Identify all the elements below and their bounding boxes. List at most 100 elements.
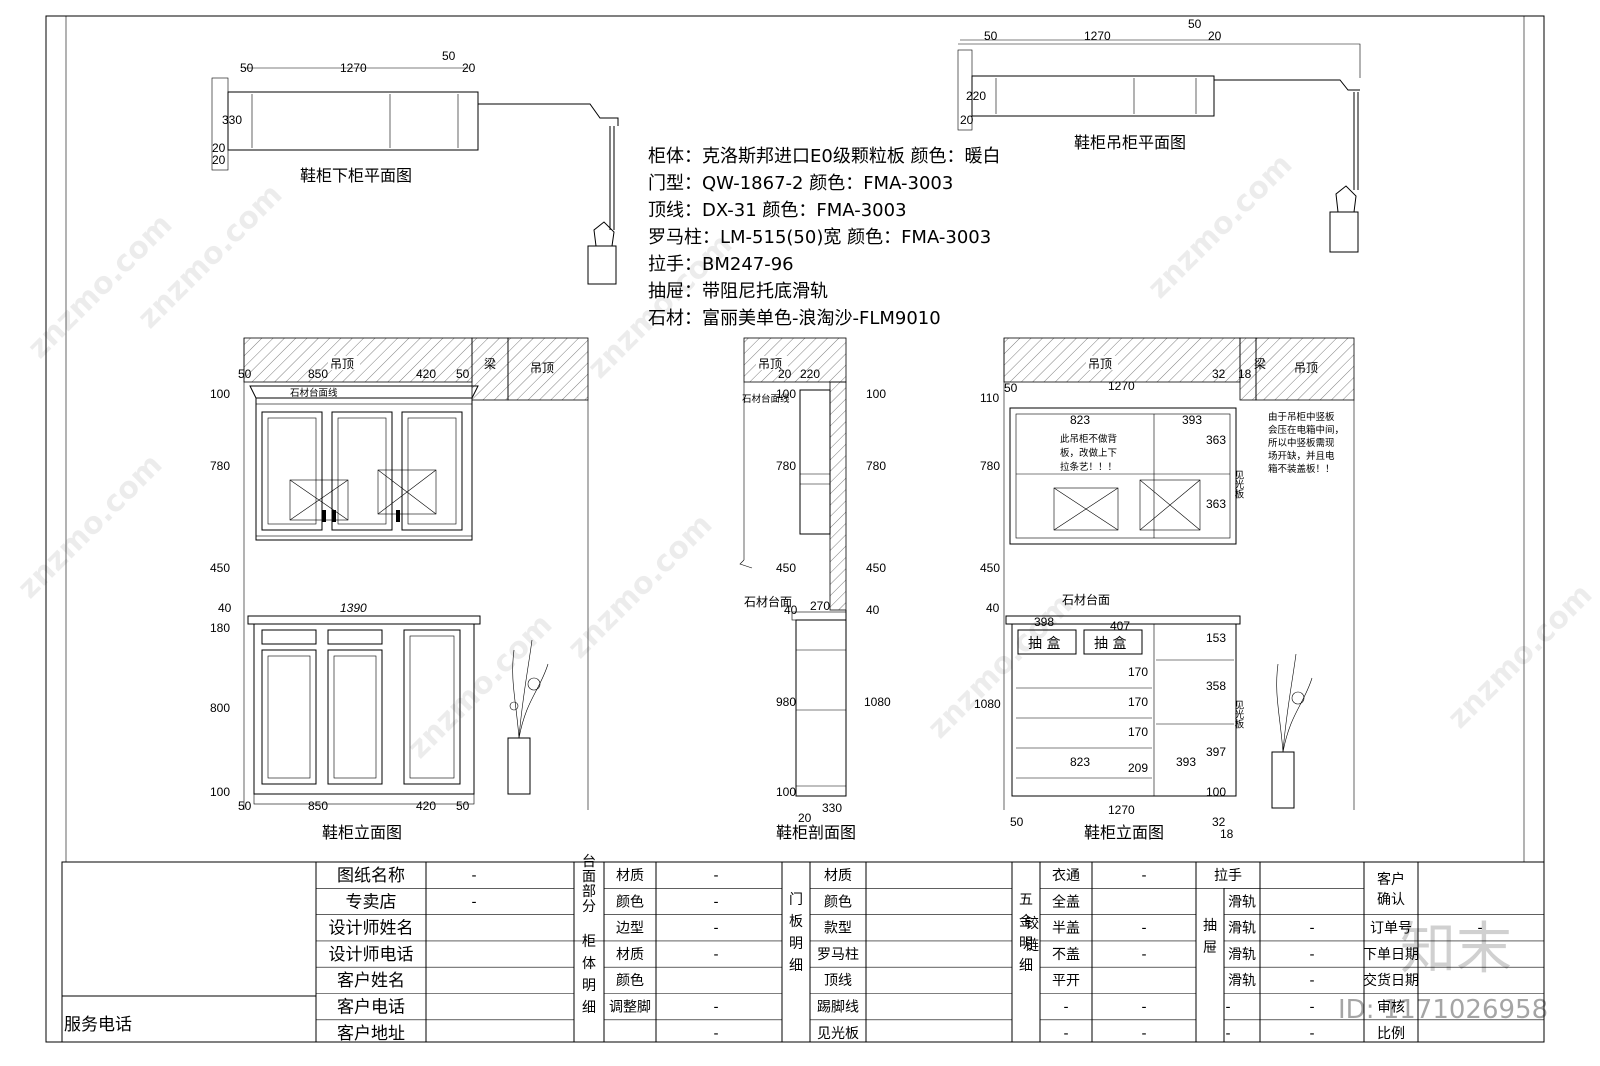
section-dim-right: 40 [866, 603, 880, 617]
spec-line-handle: 拉手：BM247-96 [648, 254, 794, 275]
tb-left-label: 设计师姓名 [329, 919, 414, 939]
light-panel-label-lower: 见光板 [1233, 700, 1245, 729]
tb-right-value: - [1477, 921, 1482, 937]
tb-left-value: - [471, 894, 476, 910]
tb-mid1-value: - [713, 1000, 718, 1016]
note-left-line: 拉条艺！！！ [1060, 461, 1117, 473]
right-lower-dim: 100 [1206, 785, 1226, 799]
section-dim-right: 780 [866, 459, 886, 473]
section-dim-left: 450 [776, 561, 796, 575]
note-right-line: 所以中竖板需现 [1268, 437, 1335, 449]
lower-plan-dim-depth: 330 [222, 113, 242, 127]
tb-mid1-item: 边型 [616, 921, 644, 937]
left-elev-dim-top: 50 [238, 367, 252, 381]
section-dim-left: 780 [776, 459, 796, 473]
ceiling-label-right: 吊顶 [530, 361, 554, 375]
tb-hw-row: 全盖 [1052, 893, 1080, 910]
upper-plan-title: 鞋柜吊柜平面图 [1074, 133, 1186, 152]
tb-dash: - [1063, 1000, 1068, 1016]
left-elev-dim-bottom: 420 [416, 799, 436, 813]
tb-rail-value: - [1309, 973, 1314, 989]
right-beam-label: 梁 [1254, 356, 1266, 371]
tb-group-body: 体 [582, 956, 596, 972]
tb-left-label: 客户地址 [337, 1024, 405, 1044]
watermark-id: ID: 1171026958 [1338, 995, 1548, 1025]
light-panel-label-upper: 见光板 [1233, 470, 1245, 499]
right-elev-dim-top: 32 [1212, 367, 1226, 381]
right-lower-dim: 170 [1128, 665, 1148, 679]
tb-mid2-item: 见光板 [817, 1026, 859, 1042]
section-dim-right: 450 [866, 561, 886, 575]
tb-left-label: 客户姓名 [337, 971, 405, 991]
watermark-text: znzmo.com [921, 587, 1080, 746]
tb-mid1-value: - [713, 868, 718, 884]
tb-rail-row: 滑轨 [1228, 893, 1256, 910]
right-lower-dim: 153 [1206, 631, 1226, 645]
tb-right-label: 客户 [1377, 871, 1405, 888]
service-phone-label: 服务电话 [64, 1015, 132, 1035]
title-block-text: 图纸名称专卖店设计师姓名设计师电话客户姓名客户电话客户地址--台面部分柜体明细材… [329, 854, 1483, 1044]
spec-line-column: 罗马柱：LM-515(50)宽 颜色：FMA-3003 [648, 227, 991, 248]
tb-left-label: 设计师电话 [329, 945, 414, 965]
tb-dash: - [1309, 1000, 1314, 1016]
tb-dash: - [1063, 1026, 1068, 1042]
watermark-text: znzmo.com [401, 607, 560, 766]
tb-mid2-item: 顶线 [824, 973, 852, 989]
right-elev-dim-bottom: 50 [1010, 815, 1024, 829]
tb-mid2-item: 颜色 [824, 893, 852, 910]
section-ceiling-label: 吊顶 [758, 357, 782, 371]
section-title: 鞋柜剖面图 [776, 823, 856, 842]
tb-right-label: 审核 [1377, 1000, 1405, 1016]
tb-mid1-value: - [713, 921, 718, 937]
left-elev-dim-h: 780 [210, 459, 230, 473]
note-left-line: 板，改做上下 [1060, 447, 1117, 459]
tb-rail-value: - [1309, 947, 1314, 963]
tb-rail-row: 滑轨 [1228, 972, 1256, 989]
tb-group-hw: 明 [1019, 936, 1033, 952]
right-elev-dim-bottom: 18 [1220, 827, 1234, 841]
spec-line-crown: 顶线：DX-31 颜色：FMA-3003 [648, 200, 907, 221]
section-view: 吊顶 石材台面线 石材台面 20 220 270 100 780 450 40 … [739, 337, 891, 825]
tb-drawer-group: 抽 [1203, 918, 1217, 934]
note-right-line: 会压在电箱中间， [1268, 424, 1344, 436]
spec-line-cabinet: 柜体：克洛斯邦进口E0级颗粒板 颜色：暖白 [648, 146, 1001, 167]
left-elev-dim-bottom: 50 [238, 799, 252, 813]
tb-right-label: 比例 [1377, 1026, 1405, 1042]
spec-block: 柜体：克洛斯邦进口E0级颗粒板 颜色：暖白 门型：QW-1867-2 颜色：FM… [648, 146, 1001, 329]
tb-hinge: 链 [1025, 938, 1039, 954]
section-dim-left: 40 [784, 603, 798, 617]
tb-hw-row: 衣通 [1052, 868, 1080, 884]
right-ceiling-label-2: 吊顶 [1294, 361, 1318, 375]
spec-line-drawer: 抽屉：带阻尼托底滑轨 [648, 281, 828, 302]
tb-dash: - [1225, 1026, 1230, 1042]
tb-group-hw: 五 [1019, 892, 1033, 908]
tb-mid1-item: 材质 [616, 868, 644, 884]
right-elev-dim-bottom: 1270 [1108, 803, 1135, 817]
lower-plan-dim-a: 50 [240, 61, 254, 75]
tb-hw-value: - [1141, 921, 1146, 937]
tb-left-label: 图纸名称 [337, 866, 405, 886]
upper-plan-dim-d: 20 [1208, 29, 1222, 43]
watermark-text: znzmo.com [11, 447, 170, 606]
right-lower-dim: 823 [1070, 755, 1090, 769]
tb-mid1-item: 材质 [616, 947, 644, 963]
left-elev-dim-h: 450 [210, 561, 230, 575]
left-elev-dim-bottom: 850 [308, 799, 328, 813]
left-elev-dim-top: 50 [456, 367, 470, 381]
tb-rail-row: 滑轨 [1228, 920, 1256, 937]
tb-group-top: 面 [582, 869, 596, 885]
tb-right-label: 交货日期 [1363, 972, 1419, 989]
lower-plan-dim-c: 50 [442, 49, 456, 63]
right-elev-dim-h: 40 [986, 601, 1000, 615]
right-lower-dim: 393 [1176, 755, 1196, 769]
watermark-text: znzmo.com [1141, 147, 1300, 306]
spec-line-stone: 石材：富丽美单色-浪淘沙-FLM9010 [648, 308, 941, 329]
tb-left-value: - [471, 868, 476, 884]
section-dim-mid: 270 [810, 599, 830, 613]
watermark-layer: znzmo.com znzmo.com znzmo.com znzmo.com … [11, 147, 1600, 1025]
beam-label: 梁 [484, 356, 496, 371]
tb-group-top: 台 [582, 854, 596, 870]
left-elev-dim-h: 40 [218, 601, 232, 615]
tb-mid1-value: - [713, 1026, 718, 1042]
tb-dash: - [1225, 1000, 1230, 1016]
